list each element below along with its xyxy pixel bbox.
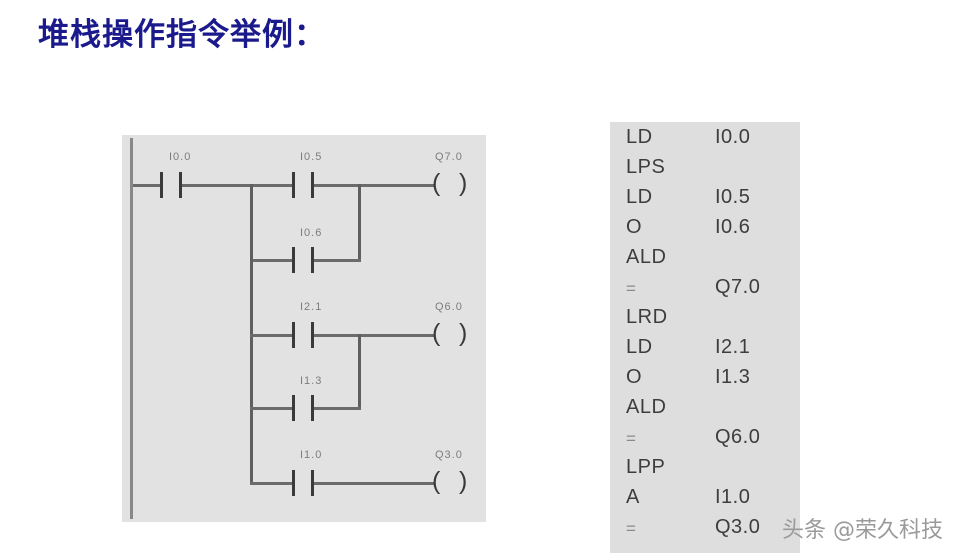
stl-row: A I1.0 (610, 486, 800, 516)
stl-row: ALD (610, 396, 800, 426)
stl-row: LD I0.0 (610, 126, 800, 156)
stl-operation: ALD (626, 396, 667, 418)
stl-row: = Q3.0 (610, 516, 800, 546)
stl-row: LRD (610, 306, 800, 336)
stl-row: ALD (610, 246, 800, 276)
stl-operand: I0.5 (715, 186, 751, 208)
contact-bar-right-icon (311, 322, 314, 348)
stl-operand: I1.3 (715, 366, 751, 388)
wire-rung1-left (133, 184, 160, 187)
stl-operation: = (626, 279, 637, 298)
stl-row: LD I0.5 (610, 186, 800, 216)
stl-row: O I1.3 (610, 366, 800, 396)
contact-i13[interactable] (292, 395, 314, 421)
stl-row: LPS (610, 156, 800, 186)
stl-operand: Q3.0 (715, 516, 761, 538)
coil-paren-right-icon: ) (459, 467, 468, 495)
stl-row: O I0.6 (610, 216, 800, 246)
contact-i05[interactable] (292, 172, 314, 198)
statement-list-panel: LD I0.0 LPS LD I0.5 O I0.6 ALD = Q7.0 LR… (610, 122, 800, 553)
stl-operation: LD (626, 186, 653, 208)
wire-parallel-i13-right (314, 407, 361, 410)
stl-operation: O (626, 216, 643, 238)
contact-label-i10: I1.0 (300, 449, 323, 461)
stl-operation: LPS (626, 156, 666, 178)
stl-operand: I1.0 (715, 486, 751, 508)
stl-operation: = (626, 429, 637, 448)
wire-parallel-i13-left (250, 407, 292, 410)
contact-i00[interactable] (160, 172, 182, 198)
wire-junction2-to-coil-q60 (358, 334, 434, 337)
stl-operand: I0.0 (715, 126, 751, 148)
wire-rung3-left (250, 482, 292, 485)
stl-operation: LD (626, 336, 653, 358)
stl-operation: ALD (626, 246, 667, 268)
contact-bar-left-icon (292, 172, 295, 198)
watermark: 头条 @荣久科技 (782, 518, 943, 543)
power-rail (130, 138, 133, 519)
coil-q60[interactable]: ( ) (432, 319, 472, 349)
wire-branch-right-i06 (358, 184, 361, 262)
wire-after-i00 (182, 184, 292, 187)
coil-paren-right-icon: ) (459, 169, 468, 197)
stl-row: = Q7.0 (610, 276, 800, 306)
stl-operand: Q7.0 (715, 276, 761, 298)
wire-branch-right-i13 (358, 334, 361, 410)
coil-label-q70: Q7.0 (435, 151, 463, 163)
contact-bar-left-icon (292, 470, 295, 496)
contact-label-i21: I2.1 (300, 301, 323, 313)
stl-operation: LD (626, 126, 653, 148)
stl-operation: O (626, 366, 643, 388)
ladder-diagram-panel: I0.0 I0.5 ( ) Q7.0 I0.6 I2.1 ( ) Q6.0 (122, 135, 486, 522)
stl-operand: I2.1 (715, 336, 751, 358)
coil-paren-left-icon: ( (432, 467, 441, 495)
wire-i21-to-junction2 (314, 334, 360, 337)
contact-bar-right-icon (311, 247, 314, 273)
contact-bar-left-icon (292, 395, 295, 421)
contact-bar-right-icon (311, 395, 314, 421)
coil-label-q60: Q6.0 (435, 301, 463, 313)
contact-bar-left-icon (292, 247, 295, 273)
contact-label-i13: I1.3 (300, 375, 323, 387)
contact-label-i00: I0.0 (169, 151, 192, 163)
contact-label-i06: I0.6 (300, 227, 323, 239)
contact-bar-right-icon (311, 470, 314, 496)
wire-parallel-i06-left (250, 259, 292, 262)
wire-i10-to-coil-q30 (314, 482, 434, 485)
stl-operation: LRD (626, 306, 668, 328)
wire-i05-to-junction1 (314, 184, 360, 187)
stl-operand: I0.6 (715, 216, 751, 238)
coil-paren-right-icon: ) (459, 319, 468, 347)
stl-row: LD I2.1 (610, 336, 800, 366)
wire-parallel-i06-right (314, 259, 361, 262)
page-title: 堆栈操作指令举例： (38, 17, 326, 53)
wire-junction1-to-coil-q70 (358, 184, 434, 187)
contact-i21[interactable] (292, 322, 314, 348)
contact-bar-right-icon (179, 172, 182, 198)
contact-i06[interactable] (292, 247, 314, 273)
contact-bar-left-icon (160, 172, 163, 198)
contact-bar-left-icon (292, 322, 295, 348)
coil-label-q30: Q3.0 (435, 449, 463, 461)
wire-rung2-left (250, 334, 292, 337)
contact-bar-right-icon (311, 172, 314, 198)
contact-i10[interactable] (292, 470, 314, 496)
stl-operation: = (626, 519, 637, 538)
stl-row: = Q6.0 (610, 426, 800, 456)
stl-operation: A (626, 486, 640, 508)
coil-q30[interactable]: ( ) (432, 467, 472, 497)
stl-operation: LPP (626, 456, 666, 478)
coil-q70[interactable]: ( ) (432, 169, 472, 199)
contact-label-i05: I0.5 (300, 151, 323, 163)
coil-paren-left-icon: ( (432, 319, 441, 347)
stl-operand: Q6.0 (715, 426, 761, 448)
stl-row: LPP (610, 456, 800, 486)
coil-paren-left-icon: ( (432, 169, 441, 197)
